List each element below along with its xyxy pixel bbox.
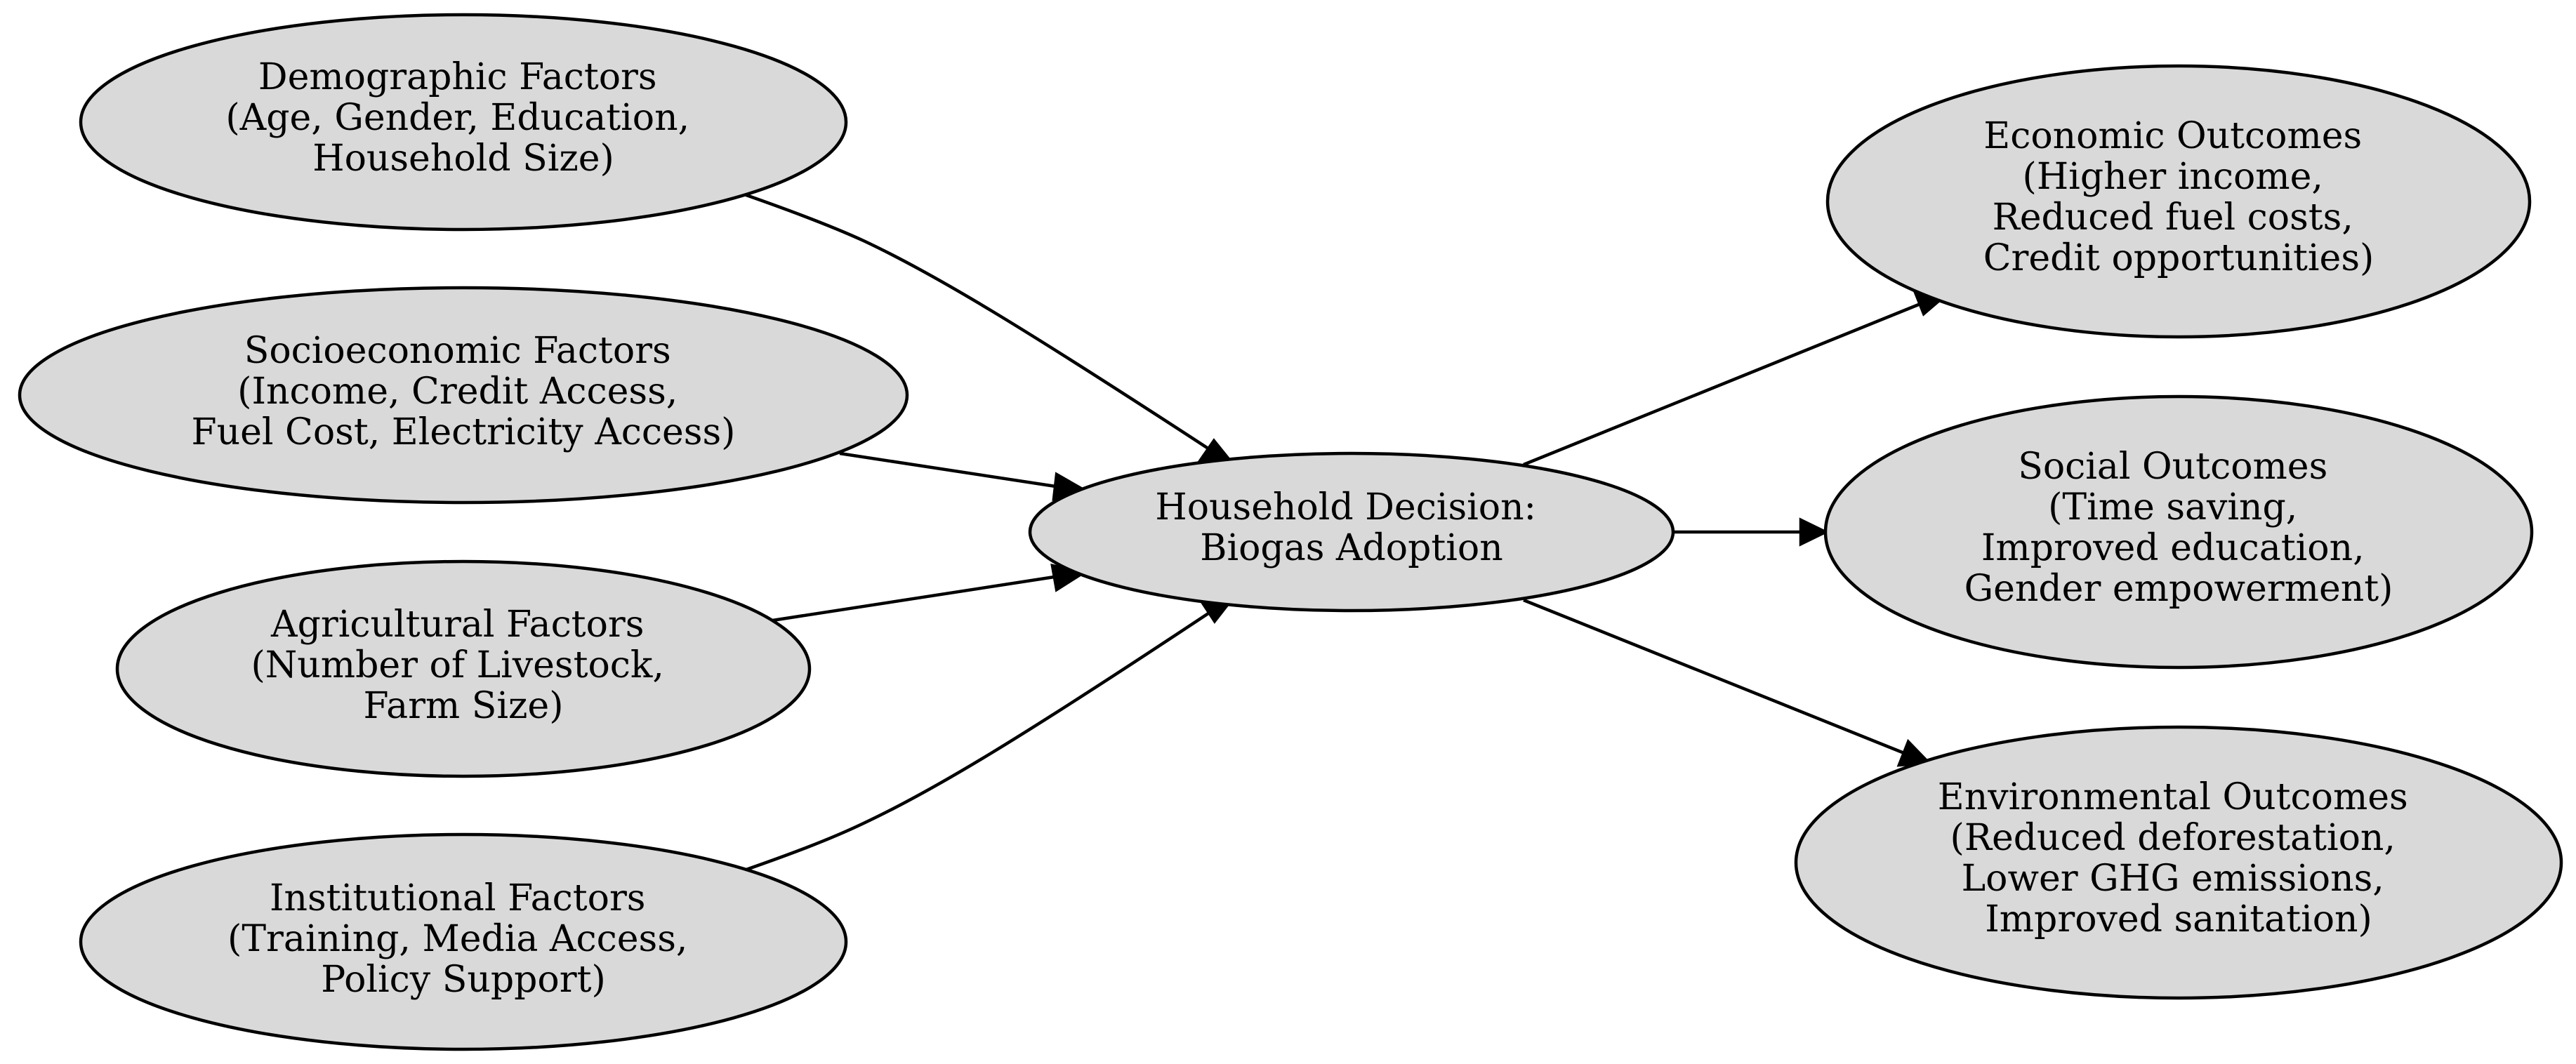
edge-socioeconomic-to-decision	[839, 451, 1089, 502]
node-demographic-label: Demographic Factors (Age, Gender, Educat…	[225, 56, 701, 180]
node-agricultural-factors: Agricultural Factors (Number of Livestoc…	[115, 559, 812, 778]
node-demographic-factors: Demographic Factors (Age, Gender, Educat…	[79, 13, 848, 232]
node-institutional-factors: Institutional Factors (Training, Media A…	[79, 832, 848, 1051]
edge-agricultural-to-decision	[772, 564, 1088, 623]
edge-decision-to-social	[1673, 517, 1830, 547]
node-economic-outcomes: Economic Outcomes (Higher income, Reduce…	[1825, 64, 2532, 339]
node-household-decision: Household Decision: Biogas Adoption	[1028, 451, 1675, 613]
edge-decision-to-economic	[1523, 288, 1953, 467]
node-social-outcomes: Social Outcomes (Time saving, Improved e…	[1823, 394, 2534, 670]
node-social-label: Social Outcomes (Time saving, Improved e…	[1964, 446, 2393, 610]
node-environmental-outcomes: Environmental Outcomes (Reduced deforest…	[1794, 725, 2563, 1000]
node-socioeconomic-label: Socioeconomic Factors (Income, Credit Ac…	[192, 330, 736, 453]
node-agricultural-label: Agricultural Factors (Number of Livestoc…	[251, 604, 675, 727]
edge-institutional-to-decision	[744, 593, 1239, 872]
node-household-decision-label: Household Decision: Biogas Adoption	[1155, 486, 1547, 569]
node-environmental-label: Environmental Outcomes (Reduced deforest…	[1938, 776, 2420, 940]
node-socioeconomic-factors: Socioeconomic Factors (Income, Credit Ac…	[18, 286, 909, 505]
node-institutional-label: Institutional Factors (Training, Media A…	[227, 877, 699, 1001]
edge-decision-to-environmental	[1523, 598, 1932, 767]
node-economic-label: Economic Outcomes (Higher income, Reduce…	[1983, 115, 2374, 279]
